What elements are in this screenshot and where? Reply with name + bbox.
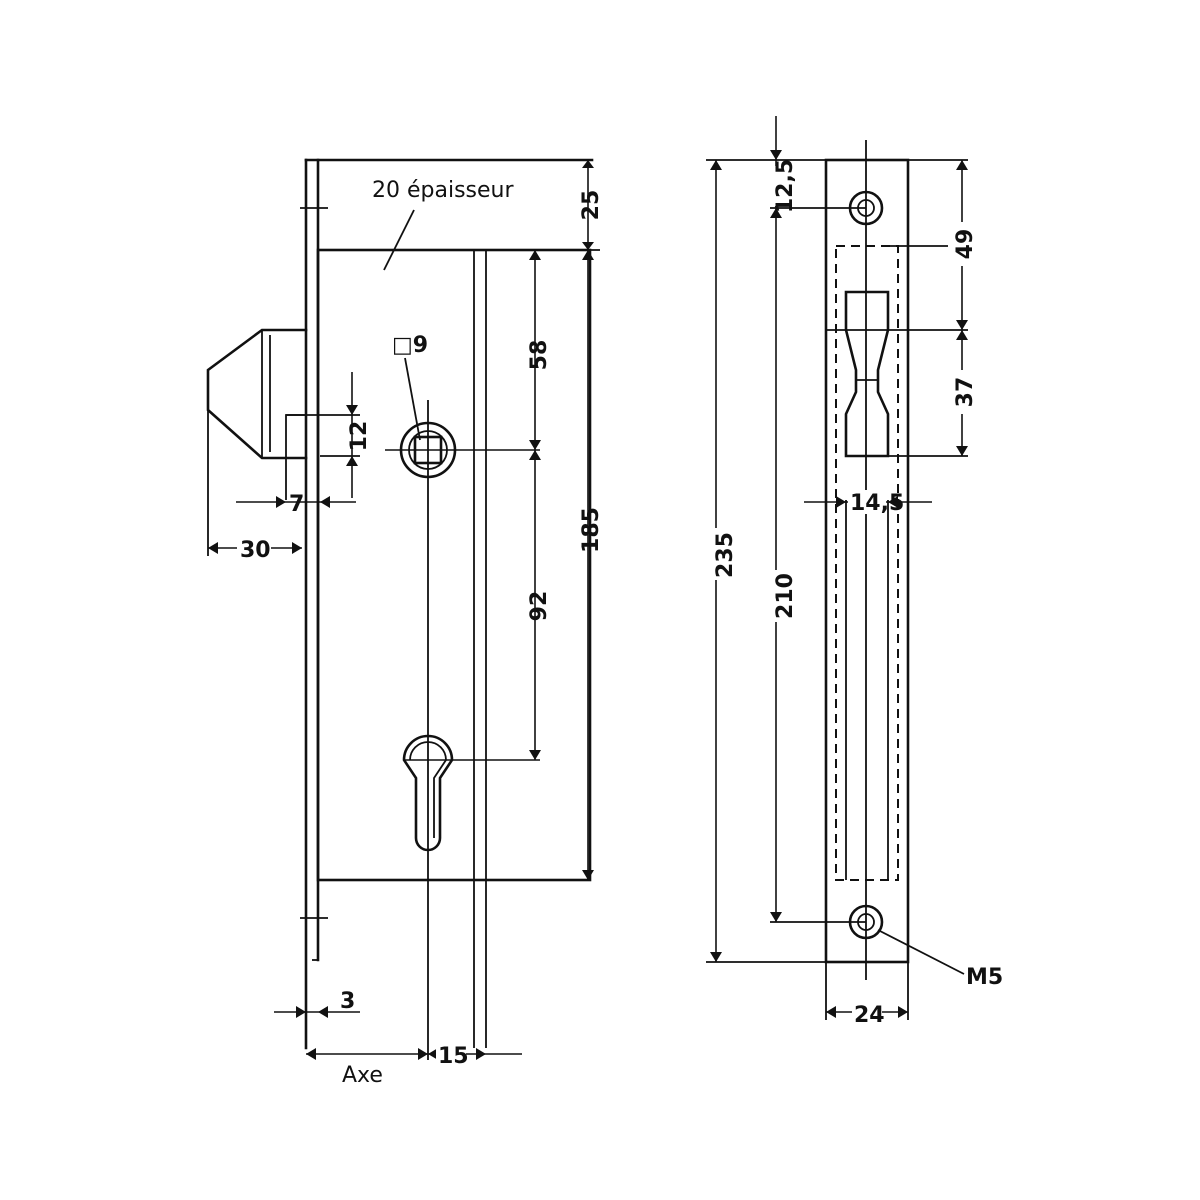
dim-185-label: 185	[579, 507, 604, 553]
dim-24-label: 24	[854, 1003, 885, 1028]
dim-210-label: 210	[773, 573, 798, 619]
dim-37-label: 37	[953, 377, 978, 408]
dim-30: 30	[207, 410, 302, 563]
lock-body-front-view	[300, 158, 594, 1050]
faceplate-side-view	[824, 140, 910, 980]
dim-49: 49	[948, 160, 978, 330]
dim-12-5: 12,5	[764, 116, 798, 213]
dim-30-label: 30	[240, 538, 271, 563]
dim-3: 3	[274, 989, 360, 1018]
dim-7: 7	[236, 492, 356, 517]
dim-15-label: 15	[438, 1044, 469, 1069]
dim-12: 12	[286, 372, 372, 498]
dim-92: 92	[527, 450, 552, 760]
dim-12-label: 12	[347, 421, 372, 452]
square-9-leader	[404, 357, 421, 441]
dim-12-5-label: 12,5	[773, 159, 798, 213]
axe-label: Axe	[342, 1063, 383, 1088]
dim-185: 185	[579, 250, 604, 880]
dim-14-5: 14,5	[804, 490, 932, 516]
dim-3-label: 3	[340, 989, 355, 1014]
thickness-label: 20 épaisseur	[372, 178, 514, 203]
dim-25-label: 25	[579, 190, 604, 221]
dim-7-label: 7	[289, 492, 304, 517]
dim-92-label: 92	[527, 591, 552, 622]
cylinder-cutout	[402, 734, 540, 852]
dim-49-label: 49	[953, 229, 978, 260]
dim-210: 210	[762, 208, 798, 922]
dim-235-label: 235	[713, 532, 738, 578]
dim-58-label: 58	[527, 340, 552, 371]
m5-leader	[877, 929, 965, 975]
dim-37: 37	[948, 330, 978, 456]
dim-14-5-label: 14,5	[850, 491, 904, 516]
follower-square	[385, 400, 540, 1060]
dim-58: 58	[527, 250, 552, 450]
thickness-leader	[383, 209, 415, 271]
dim-axe-15: 15 Axe	[306, 1040, 522, 1088]
square-9-label: □9	[392, 333, 428, 358]
dim-24: 24	[825, 962, 909, 1028]
m5-label: M5	[966, 965, 1003, 990]
dim-25: 25	[579, 160, 604, 250]
dim-235: 235	[702, 160, 738, 962]
